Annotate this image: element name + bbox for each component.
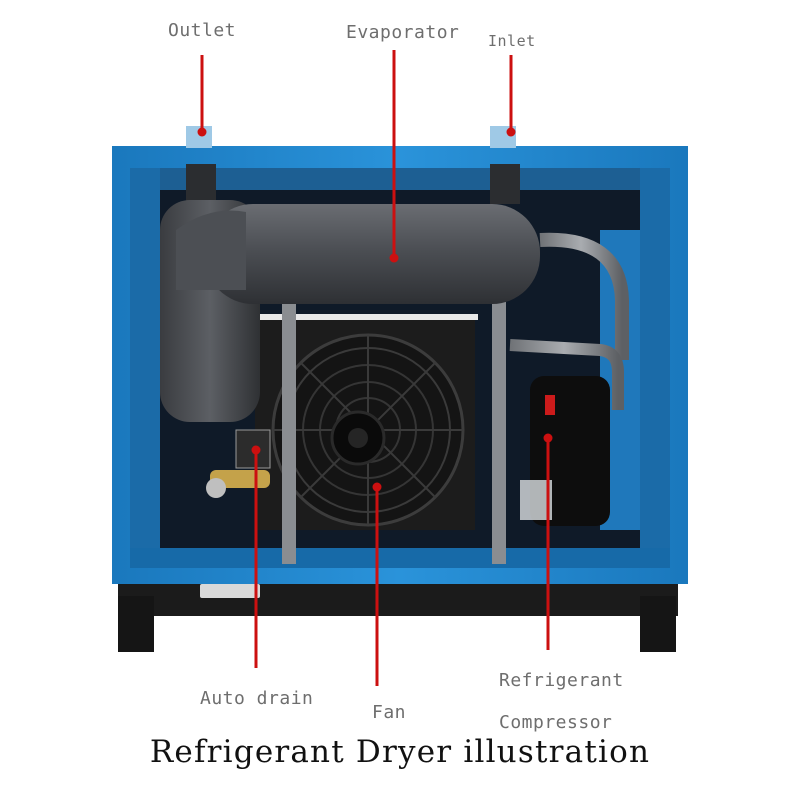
support-brackets <box>282 302 506 564</box>
label-fan: Fan <box>372 702 407 723</box>
label-inlet: Inlet <box>488 32 536 50</box>
fan-icon <box>271 333 465 527</box>
pointer-outlet-dot <box>197 127 207 137</box>
pointer-compressor-dot <box>543 433 553 443</box>
label-refrigerant: Refrigerant <box>499 670 624 691</box>
pointer-auto-drain-dot <box>251 445 261 455</box>
pointer-inlet-dot <box>506 127 516 137</box>
pointer-evaporator-dot <box>389 253 399 263</box>
compressor <box>520 376 610 526</box>
nameplate <box>200 584 260 598</box>
refrigerant-piping <box>509 232 629 410</box>
label-auto-drain: Auto drain <box>200 688 314 709</box>
pointer-lines <box>197 50 553 686</box>
page-title: Refrigerant Dryer illustration <box>149 734 651 770</box>
label-outlet: Outlet <box>168 20 237 41</box>
pointer-fan-dot <box>372 482 382 492</box>
label-compressor: Compressor <box>499 712 613 733</box>
label-evaporator: Evaporator <box>346 22 460 43</box>
evaporator <box>160 164 540 422</box>
